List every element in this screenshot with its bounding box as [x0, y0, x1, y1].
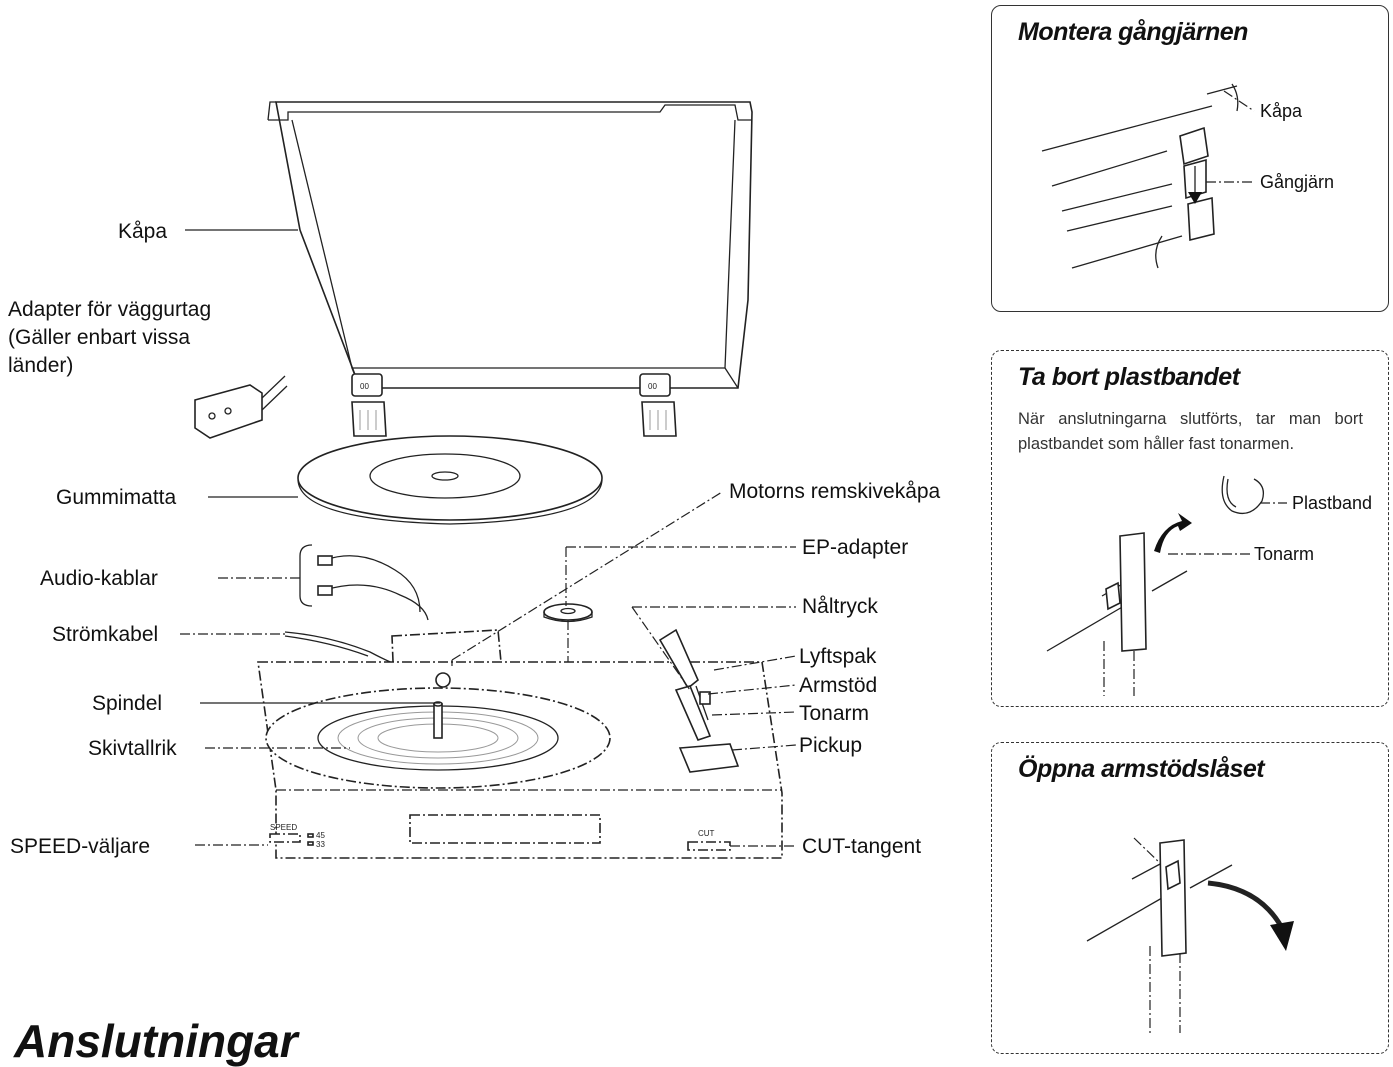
turntable-base-illustration: SPEED 45 33 CUT: [257, 661, 783, 859]
label-skivtallrik: Skivtallrik: [88, 737, 177, 760]
panel-title-oppna-armstodslaset: Öppna armstödslåset: [1018, 755, 1265, 783]
speed-33-marking: 33: [316, 840, 325, 849]
speed-45-marking: 45: [316, 831, 325, 840]
label-ep-adapter: EP-adapter: [802, 536, 908, 559]
label-adapter-line2: (Gäller enbart vissa: [8, 326, 190, 349]
panel-ta-bort-plastbandet: Ta bort plastbandet När anslutningarna s…: [991, 350, 1389, 707]
plastband-panel-label-tonarm: Tonarm: [1254, 544, 1314, 564]
label-cut-tangent: CUT-tangent: [802, 835, 921, 858]
label-naltryck: Nåltryck: [802, 595, 878, 618]
label-spindel: Spindel: [92, 692, 162, 715]
panel-oppna-armstodslaset: Öppna armstödslåset: [991, 742, 1389, 1054]
speed-marking: SPEED: [270, 823, 297, 832]
label-pickup: Pickup: [799, 734, 862, 757]
cut-marking: CUT: [698, 829, 715, 838]
hinge-panel-label-gangjarn: Gångjärn: [1260, 172, 1334, 192]
plastband-panel-label-plastband: Plastband: [1292, 493, 1372, 513]
label-lyftspak: Lyftspak: [799, 645, 877, 668]
turntable-exploded-diagram: 00 00: [8, 101, 941, 859]
ep-adapter-illustration: [541, 603, 593, 681]
power-cable-illustration: [284, 631, 396, 665]
label-stromkabel: Strömkabel: [52, 623, 158, 646]
audio-cables-illustration: [299, 544, 429, 621]
tonearm-illustration: [658, 628, 740, 773]
label-adapter-line3: länder): [8, 354, 73, 377]
label-motorns-remskivekapa: Motorns remskivekåpa: [729, 480, 941, 503]
label-tonarm: Tonarm: [799, 702, 869, 725]
label-adapter-line1: Adapter för väggurtag: [8, 298, 211, 321]
label-speed-valjare: SPEED-väljare: [10, 835, 150, 858]
svg-text:00: 00: [360, 382, 369, 391]
panel-title-ta-bort-plastbandet: Ta bort plastbandet: [1018, 363, 1240, 391]
panel-text-ta-bort-plastbandet: När anslutningarna slutförts, tar man bo…: [1018, 410, 1363, 453]
label-kapa: Kåpa: [118, 220, 167, 243]
panel-montera-gangjarnen: Montera gångjärnen Kåpa Gångjärn: [991, 5, 1389, 312]
open-armrest-lock-illustration: [1086, 837, 1294, 1033]
label-audio-kablar: Audio-kablar: [40, 567, 158, 590]
hinge-mounting-illustration: Kåpa Gångjärn: [1041, 83, 1334, 269]
remove-plastic-band-illustration: Plastband Tonarm: [1046, 475, 1372, 696]
section-heading-anslutningar: Anslutningar: [14, 1015, 298, 1067]
svg-text:00: 00: [648, 382, 657, 391]
dust-cover-illustration: 00 00: [267, 101, 753, 437]
wall-adapter-illustration: [194, 375, 288, 439]
label-armstod: Armstöd: [799, 674, 877, 697]
hinge-panel-label-kapa: Kåpa: [1260, 101, 1303, 121]
rubber-mat-illustration: [297, 435, 603, 525]
panel-title-montera-gangjarnen: Montera gångjärnen: [1018, 18, 1248, 46]
label-gummimatta: Gummimatta: [56, 486, 177, 509]
